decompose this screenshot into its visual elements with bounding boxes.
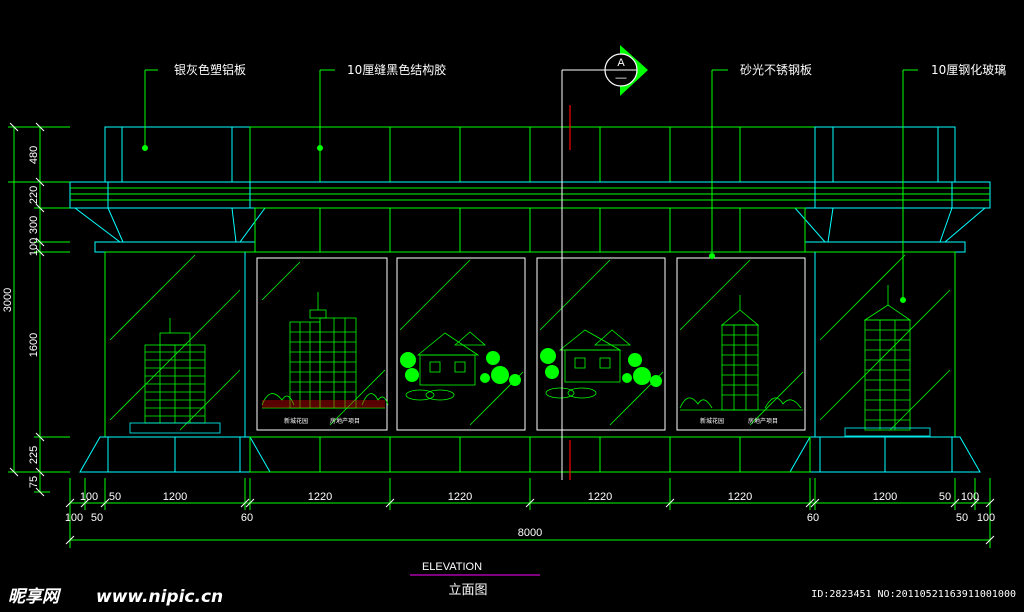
callout-leaders — [142, 69, 918, 303]
hdim-100-left: 100 — [80, 491, 98, 503]
panel1-ground — [262, 400, 385, 408]
dim-300: 300 — [28, 216, 40, 234]
panel3-house — [545, 329, 632, 399]
hdim-total: 8000 — [518, 527, 542, 539]
hdim-lower-50-right: 50 — [956, 512, 968, 524]
dim-75: 75 — [28, 476, 40, 488]
hdim-1220-d: 1220 — [728, 491, 752, 503]
watermark: 昵享网 www.nipic.cn ID:2823451 NO:201105211… — [8, 587, 1016, 607]
title-zh: 立面图 — [448, 583, 487, 598]
glass-hatch — [109, 254, 951, 431]
callout-tempered-glass: 10厘钢化玻璃 — [931, 63, 1006, 77]
hdim-lower-60-left: 60 — [241, 512, 253, 524]
caption-1: 新城花园 — [284, 417, 308, 425]
caption-4: 房地产项目 — [748, 417, 778, 425]
watermark-logo: 昵享网 — [8, 587, 62, 607]
hdim-1220-b: 1220 — [448, 491, 472, 503]
hdim-50-left: 50 — [109, 491, 121, 503]
callout-labels: 银灰色塑铝板 10厘缝黑色结构胶 砂光不锈钢板 10厘钢化玻璃 — [174, 62, 1006, 77]
section-letter: A — [617, 57, 625, 69]
vertical-dimension-labels: 480 220 300 100 3000 1600 225 75 — [2, 146, 40, 488]
dim-480: 480 — [28, 146, 40, 164]
cornice — [69, 181, 991, 209]
middle-band — [254, 207, 806, 253]
horizontal-dimension-ticks — [65, 498, 995, 545]
vertical-dimension-ticks — [9, 122, 45, 497]
hdim-1200-left: 1200 — [163, 491, 187, 503]
panel2-trees — [400, 351, 521, 386]
callout-stainless-panel: 砂光不锈钢板 — [740, 63, 812, 77]
section-sub: — — [616, 72, 627, 84]
section-marker: A — — [604, 45, 648, 96]
vertical-dimension-lines — [8, 126, 70, 493]
dim-225: 225 — [28, 446, 40, 464]
panel3-trees — [540, 348, 662, 387]
hdim-lower-100-right: 100 — [977, 512, 995, 524]
image-id: ID:2823451 NO:20110521163911001000 — [811, 589, 1016, 600]
hdim-1220-c: 1220 — [588, 491, 612, 503]
caption-2: 房地产项目 — [330, 417, 360, 425]
callout-structural-glue: 10厘缝黑色结构胶 — [347, 62, 446, 77]
panel2-house — [405, 331, 487, 401]
dim-3000: 3000 — [2, 288, 14, 312]
upper-fascia — [104, 126, 956, 183]
watermark-site: www.nipic.cn — [96, 587, 223, 607]
dim-1600: 1600 — [28, 333, 40, 357]
base — [79, 436, 981, 473]
dim-100: 100 — [28, 238, 40, 256]
tower-left — [129, 318, 221, 434]
panel-hatch — [261, 259, 804, 426]
hdim-lower-60-right: 60 — [807, 512, 819, 524]
tower-right — [844, 285, 931, 437]
drawing-title: ELEVATION 立面图 — [410, 561, 540, 598]
capital-right — [793, 207, 987, 253]
hdim-1200-right: 1200 — [873, 491, 897, 503]
panel4-building — [679, 295, 803, 411]
hdim-1220-a: 1220 — [308, 491, 332, 503]
main-body — [104, 251, 956, 438]
section-cut — [561, 69, 605, 480]
hdim-lower-50-left: 50 — [91, 512, 103, 524]
hdim-50-right: 50 — [939, 491, 951, 503]
title-en: ELEVATION — [422, 561, 482, 573]
dim-220: 220 — [28, 186, 40, 204]
hdim-lower-100-left: 100 — [65, 512, 83, 524]
panel-captions: 新城花园 房地产项目 新城花园 房地产项目 — [284, 417, 778, 425]
display-panels — [256, 257, 806, 431]
panel1-building — [261, 292, 389, 409]
horizontal-dimension-labels: 100 50 1200 1220 1220 1220 1220 1200 50 … — [65, 491, 995, 539]
hdim-100-right: 100 — [961, 491, 979, 503]
caption-3: 新城花园 — [700, 417, 724, 425]
capital-left — [73, 207, 266, 253]
callout-aluminum-panel: 银灰色塑铝板 — [174, 62, 246, 77]
